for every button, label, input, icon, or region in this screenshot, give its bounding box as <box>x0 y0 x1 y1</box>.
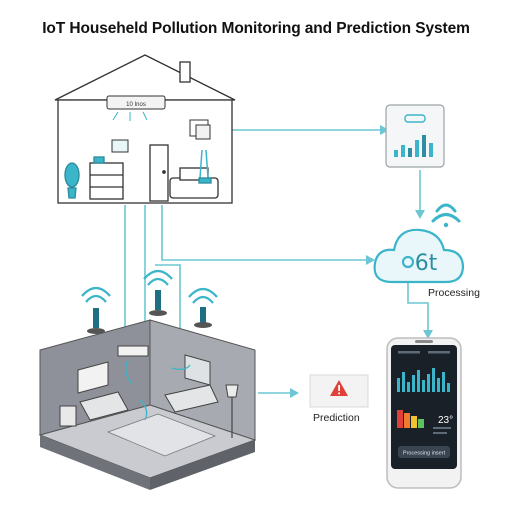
connector-sensor-branch <box>155 264 181 340</box>
phone-temp-value: 23° <box>438 415 453 426</box>
house-illustration: 10 Inos <box>54 54 236 204</box>
room-illustration <box>38 319 257 490</box>
phone-processing-button[interactable] <box>398 446 450 458</box>
sensor-icon-3 <box>188 287 218 328</box>
ac-unit <box>106 95 166 110</box>
cloud-icon: 6t <box>373 228 465 284</box>
connectors <box>124 125 433 398</box>
dashboard-monitor-icon <box>385 104 445 168</box>
diagram-title: IoT Househeld Pollution Monitoring and P… <box>42 20 470 37</box>
smartphone: 23° Processing insert <box>386 337 462 489</box>
processing-label: Processing <box>428 287 480 299</box>
connector-cloud-to-phone <box>407 280 429 332</box>
phone-button-label: Processing insert <box>403 451 446 457</box>
wifi-icon <box>431 203 461 228</box>
sensor-icon-1 <box>81 286 111 334</box>
prediction-card <box>309 374 369 408</box>
prediction-label: Prediction <box>313 412 360 424</box>
ac-display: 10 Inos <box>126 102 146 108</box>
connector-house-to-cloud <box>161 205 368 261</box>
phone-chart <box>397 368 450 392</box>
cloud-label: 6t <box>415 251 438 276</box>
sensor-icon-2 <box>143 269 173 316</box>
